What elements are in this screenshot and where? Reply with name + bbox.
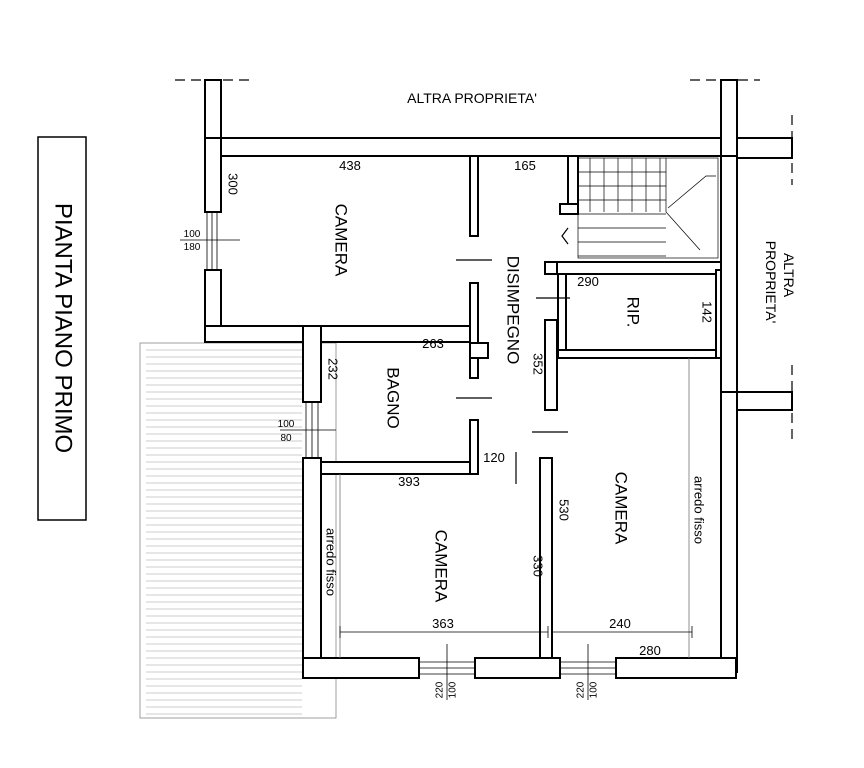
balcony-hatch <box>139 342 337 719</box>
room-label-disimpegno: DISIMPEGNO <box>504 256 523 365</box>
dim-290: 290 <box>577 274 599 289</box>
dimension-lines <box>339 626 693 638</box>
furniture-label-left: arredo fisso <box>324 528 339 596</box>
dim-363: 363 <box>432 616 454 631</box>
neighbor-label-top: ALTRA PROPRIETA' <box>407 90 537 106</box>
neighbor-label-right-2: PROPRIETA' <box>763 241 779 324</box>
plan-title: PIANTA PIANO PRIMO <box>50 203 77 453</box>
dim-240: 240 <box>609 616 631 631</box>
dim-263: 263 <box>422 336 444 351</box>
window-top-left-width: 100 <box>184 229 201 240</box>
windows <box>180 212 616 700</box>
room-label-camera-bottom-right: CAMERA <box>612 472 631 545</box>
neighbor-label-right-1: ALTRA <box>781 253 797 298</box>
room-label-bagno: BAGNO <box>384 367 403 428</box>
dim-165: 165 <box>514 158 536 173</box>
staircase <box>561 157 719 259</box>
walls <box>204 79 793 679</box>
room-label-camera-bottom-left: CAMERA <box>432 530 451 603</box>
dim-530: 530 <box>557 499 572 521</box>
window-bottom-1-height: 220 <box>435 681 446 698</box>
dim-352: 352 <box>531 353 546 375</box>
room-label-ripostiglio: RIP. <box>624 297 643 328</box>
dim-300: 300 <box>226 173 241 195</box>
dim-142: 142 <box>700 301 715 323</box>
furniture-label-right: arredo fisso <box>692 476 707 544</box>
dim-280: 280 <box>639 643 661 658</box>
window-bagno-height: 80 <box>280 433 292 444</box>
window-bagno-width: 100 <box>278 419 295 430</box>
dim-120: 120 <box>483 450 505 465</box>
dim-330: 330 <box>531 555 546 577</box>
window-bottom-2-height: 220 <box>576 681 587 698</box>
window-top-left-height: 180 <box>184 242 201 253</box>
dim-232: 232 <box>326 358 341 380</box>
window-bottom-2-width: 100 <box>589 681 600 698</box>
dim-438: 438 <box>339 158 361 173</box>
room-label-camera-top: CAMERA <box>332 204 351 277</box>
dim-393: 393 <box>398 474 420 489</box>
door-markers <box>456 259 570 484</box>
window-bottom-1-width: 100 <box>448 681 459 698</box>
title-box: PIANTA PIANO PRIMO <box>37 136 87 521</box>
